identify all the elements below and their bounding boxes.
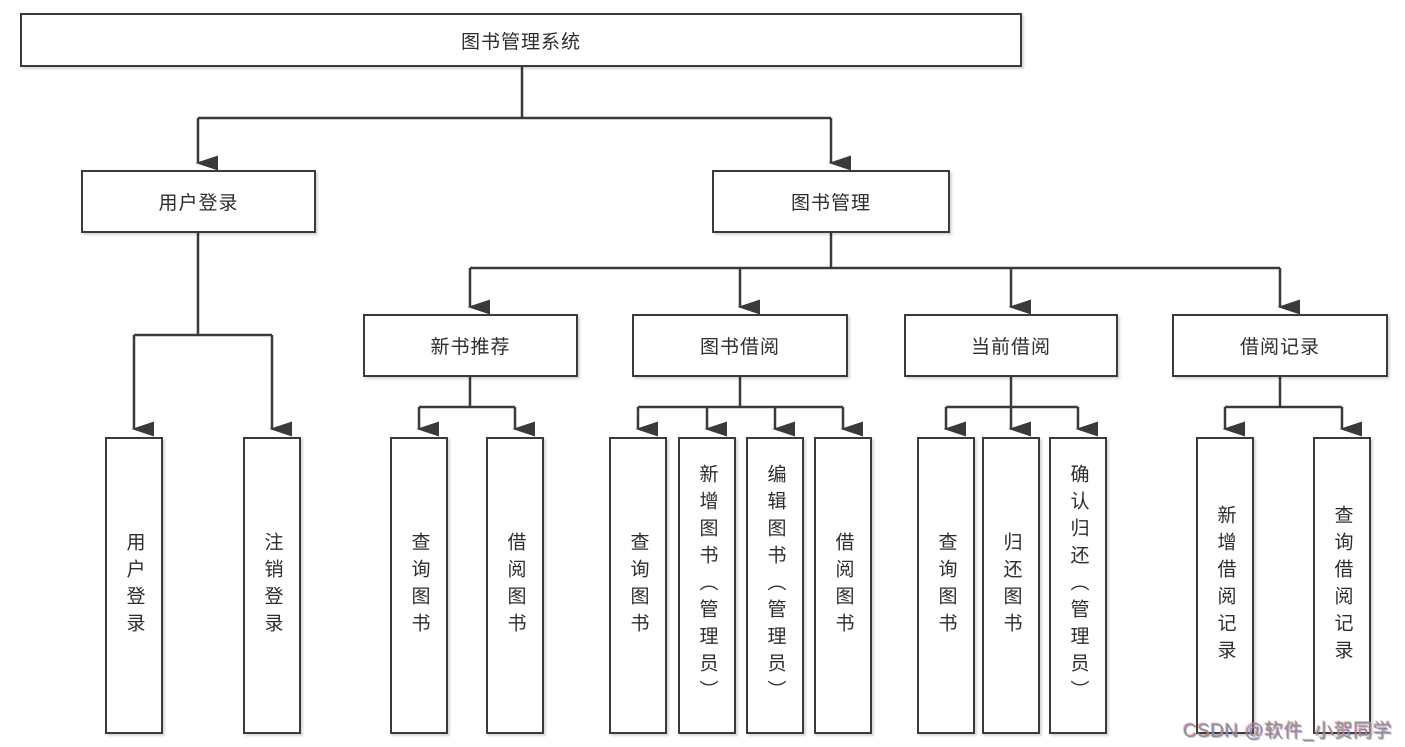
leaf-user-login-label: 用户登录 (123, 531, 145, 640)
leaf-confirm-return-admin: 确认归还（管理员） (1049, 437, 1107, 734)
leaf-confirm-return-admin-label: 确认归还（管理员） (1067, 464, 1089, 707)
node-book-borrowing-label: 图书借阅 (699, 337, 780, 358)
node-current-borrowing-label: 当前借阅 (970, 337, 1051, 358)
leaf-query-borrow-record-label: 查询借阅记录 (1331, 504, 1353, 667)
node-library-system: 图书管理系统 (20, 13, 1022, 67)
leaf-query-books-2-label: 查询图书 (627, 531, 649, 640)
leaf-borrow-books-2-label: 借阅图书 (832, 531, 854, 640)
leaf-logout: 注销登录 (243, 437, 301, 734)
leaf-edit-book-admin: 编辑图书（管理员） (746, 437, 804, 734)
csdn-watermark: CSDN @软件_小贺同学 (1183, 721, 1393, 742)
leaf-query-books-3-label: 查询图书 (935, 531, 957, 640)
node-user-login: 用户登录 (81, 170, 316, 233)
node-new-book-recommend: 新书推荐 (363, 314, 578, 377)
node-new-book-recommend-label: 新书推荐 (430, 337, 511, 358)
leaf-borrow-books-1-label: 借阅图书 (504, 531, 526, 640)
leaf-query-books-3: 查询图书 (917, 437, 975, 734)
leaf-add-book-admin: 新增图书（管理员） (678, 437, 736, 734)
leaf-query-books-1-label: 查询图书 (408, 531, 430, 640)
leaf-edit-book-admin-label: 编辑图书（管理员） (764, 464, 786, 707)
leaf-query-books-2: 查询图书 (609, 437, 667, 734)
leaf-add-borrow-record: 新增借阅记录 (1196, 437, 1254, 734)
leaf-user-login: 用户登录 (105, 437, 163, 734)
node-book-management: 图书管理 (712, 170, 950, 233)
node-borrowing-records-label: 借阅记录 (1239, 337, 1320, 358)
leaf-query-borrow-record: 查询借阅记录 (1313, 437, 1371, 734)
leaf-return-book-label: 归还图书 (1000, 531, 1022, 640)
node-book-management-label: 图书管理 (790, 193, 871, 214)
leaf-add-borrow-record-label: 新增借阅记录 (1214, 504, 1236, 667)
leaf-add-book-admin-label: 新增图书（管理员） (696, 464, 718, 707)
node-library-system-label: 图书管理系统 (460, 31, 581, 53)
node-user-login-label: 用户登录 (158, 193, 239, 214)
node-book-borrowing: 图书借阅 (632, 314, 848, 377)
node-current-borrowing: 当前借阅 (904, 314, 1118, 377)
leaf-return-book: 归还图书 (982, 437, 1040, 734)
leaf-borrow-books-1: 借阅图书 (486, 437, 544, 734)
leaf-query-books-1: 查询图书 (390, 437, 448, 734)
leaf-logout-label: 注销登录 (261, 531, 283, 640)
node-borrowing-records: 借阅记录 (1172, 314, 1388, 377)
leaf-borrow-books-2: 借阅图书 (814, 437, 872, 734)
